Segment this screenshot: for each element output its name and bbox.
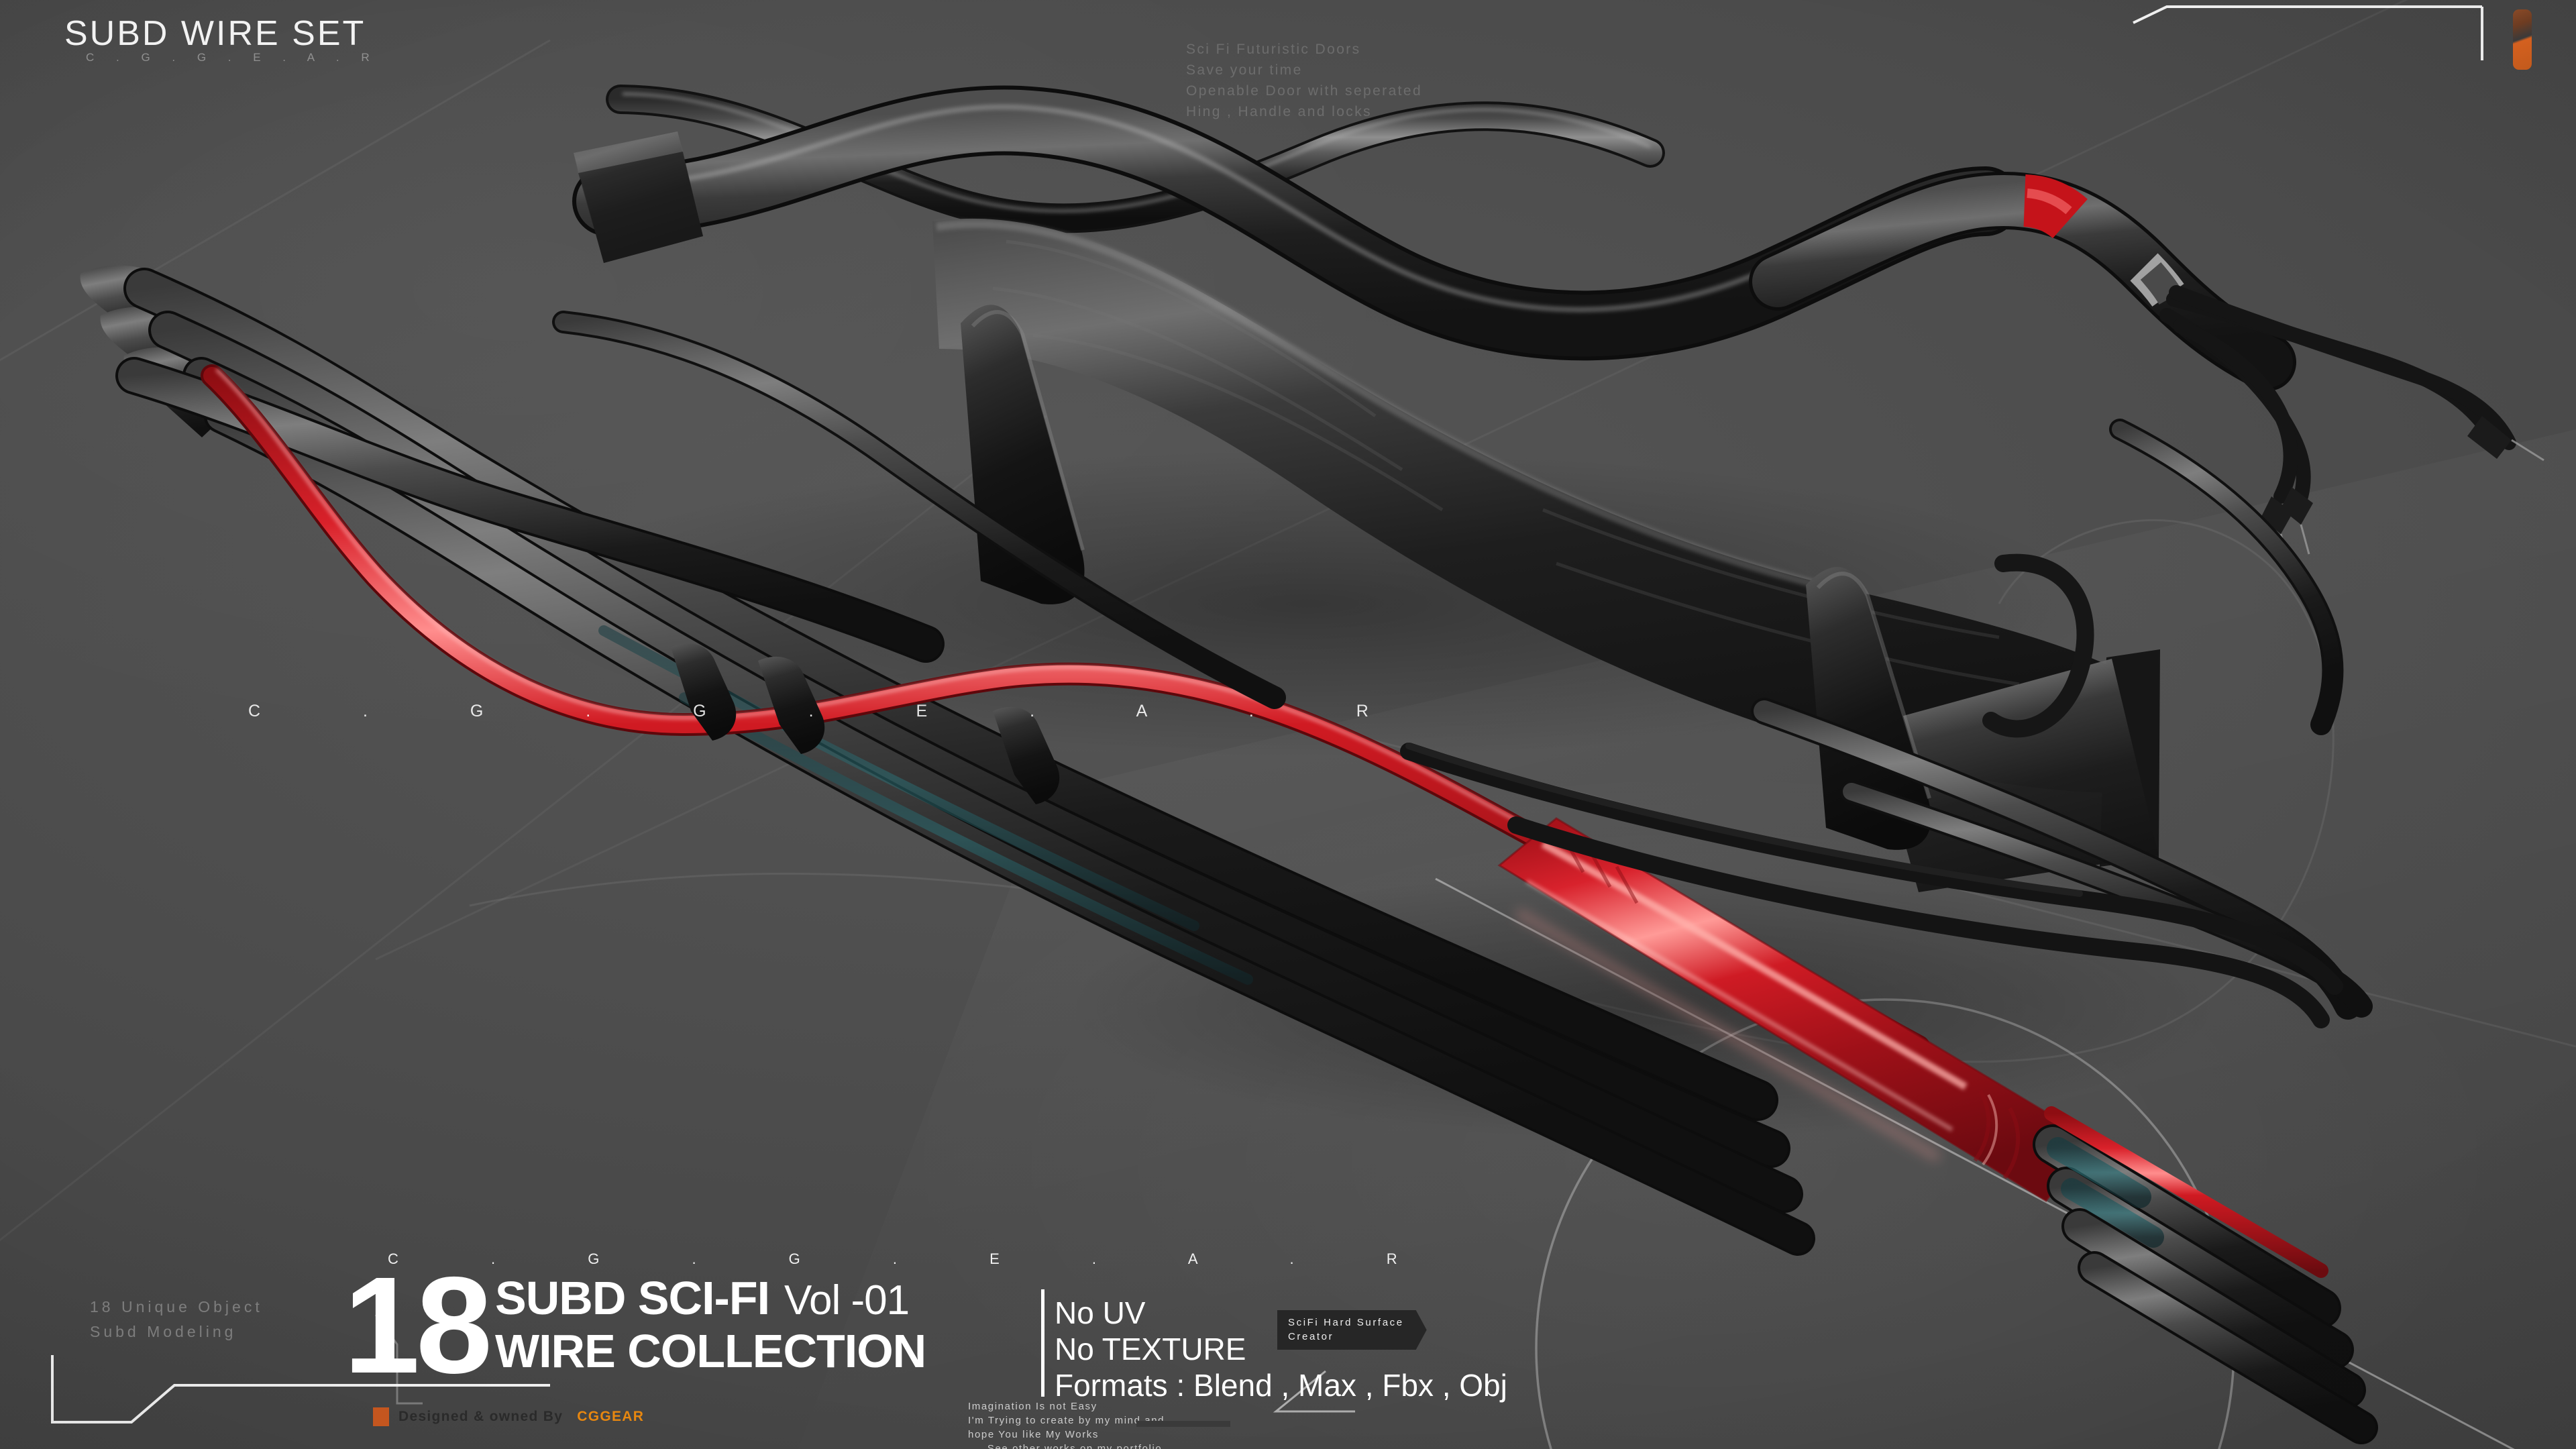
headline-number: 18 [343, 1248, 492, 1402]
lower-bundle [80, 265, 2378, 1444]
page-subtitle: C . G . G . E . A . R [86, 51, 379, 64]
badge-text: SciFi Hard Surface Creator [1288, 1317, 1404, 1342]
credit-color-swatch [373, 1407, 389, 1426]
quote-accent-bar [1136, 1421, 1230, 1427]
top-note-text: Sci Fi Futuristic Doors Save your time O… [1186, 42, 1423, 119]
bundle-cable-ends [2033, 1106, 2378, 1444]
quote-text: Imagination Is not Easy I'm Trying to cr… [968, 1401, 1164, 1449]
credit-brand: CGGEAR [577, 1409, 645, 1424]
left-meta-text: 18 Unique Object Subd Modeling [90, 1298, 263, 1340]
watermark-middle: C . G . G . E . A . R [248, 702, 1417, 720]
corner-accent-bar [2513, 9, 2532, 70]
stray-hose-upper-right [2109, 419, 2344, 735]
stray-hose-left [552, 311, 1286, 709]
upper-connector-block [574, 131, 703, 263]
status-badge: SciFi Hard Surface Creator [1277, 1310, 1427, 1350]
credit-block: Designed & owned By CGGEAR [373, 1407, 644, 1426]
spec-line-formats: Formats : Blend , Max , Fbx , Obj [1055, 1368, 1507, 1403]
headline-line-1: SUBD SCI-FI [495, 1272, 770, 1324]
inline-junctions [671, 643, 1060, 804]
watermark-bottom: C . G . G . E . A . R [388, 1250, 1442, 1267]
headline-line-2: WIRE COLLECTION [495, 1325, 926, 1377]
headline-block: 18 SUBD SCI-FI Vol -01 WIRE COLLECTION [343, 1256, 926, 1394]
headline-volume: Vol -01 [784, 1277, 910, 1324]
page-title: SUBD WIRE SET [64, 14, 366, 53]
credit-text: Designed & owned By [398, 1409, 564, 1424]
spec-line-texture: No TEXTURE [1055, 1332, 1246, 1366]
spec-line-uv: No UV [1055, 1295, 1146, 1330]
spec-divider [1041, 1289, 1044, 1397]
headline-stack: SUBD SCI-FI Vol -01 WIRE COLLECTION [495, 1273, 926, 1377]
spec-list: No UV No TEXTURE Formats : Blend , Max ,… [1055, 1295, 1507, 1403]
headline-row-primary: SUBD SCI-FI Vol -01 [495, 1273, 926, 1326]
right-banded-hose [1749, 172, 2544, 564]
body-loop-handle [1982, 553, 2094, 738]
